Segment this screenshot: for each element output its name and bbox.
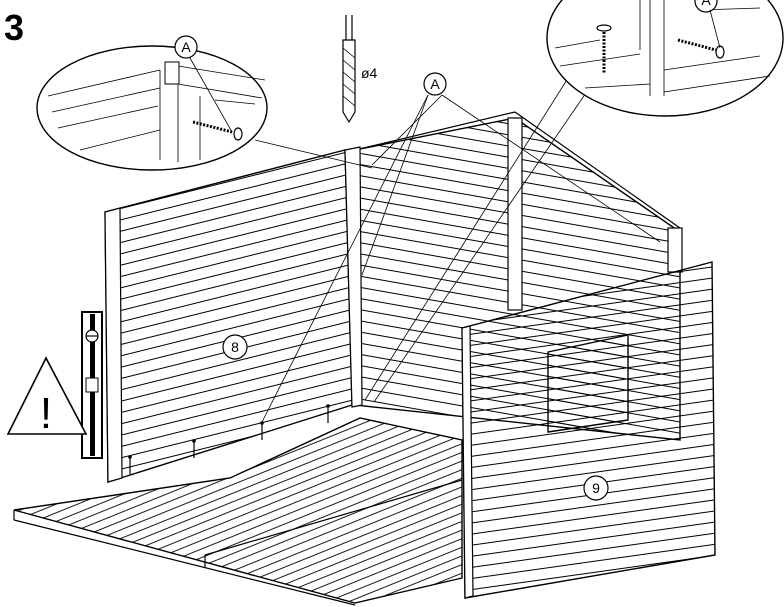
detail-bubble-left — [36, 45, 268, 171]
label-a-main: A — [430, 76, 440, 92]
window-opening — [547, 334, 629, 433]
base-screws — [128, 404, 330, 474]
label-a-left: A — [181, 39, 191, 55]
drill-bit-icon: ø4 — [342, 15, 378, 124]
part-9-label: 9 — [592, 480, 600, 496]
screw-icon — [192, 120, 243, 141]
left-wall-panel-8 — [104, 146, 363, 483]
svg-text:!: ! — [40, 389, 52, 438]
right-wall-panel-9 — [461, 261, 716, 599]
detail-bubble-right — [546, 0, 784, 117]
floor-deck — [13, 417, 463, 606]
spirit-level-icon — [81, 311, 103, 459]
label-a-left-circle — [174, 35, 198, 59]
step-number: 3 — [4, 7, 24, 48]
screw-icon — [596, 24, 725, 74]
part-8-label: 8 — [231, 339, 239, 355]
warning-triangle-icon: ! — [6, 356, 88, 438]
svg-text:ø4: ø4 — [361, 65, 378, 81]
label-a-right: A — [701, 0, 711, 8]
fixing-a-leaders — [254, 74, 661, 423]
